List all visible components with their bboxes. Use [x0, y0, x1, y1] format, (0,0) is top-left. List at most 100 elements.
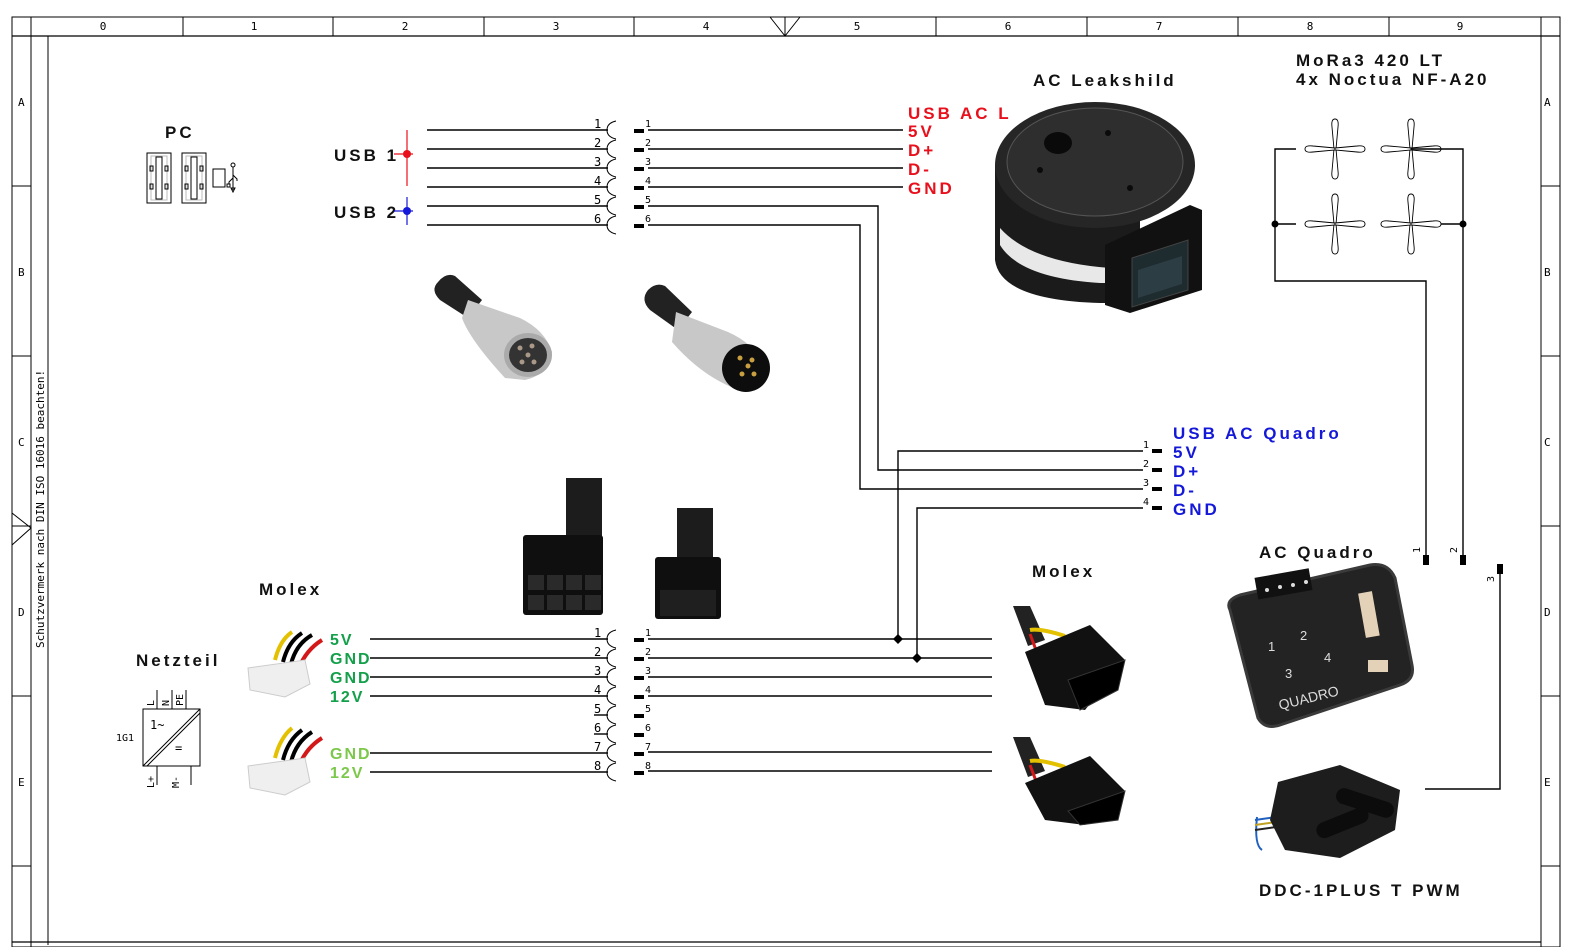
fan-blade — [1304, 145, 1336, 153]
col-label: 1 — [251, 20, 258, 33]
fan-blade — [1334, 145, 1366, 153]
usb-female-plug-photo — [434, 274, 552, 380]
female-pin-socket — [606, 139, 617, 159]
row-label: E — [18, 776, 25, 789]
psu-designator: 1G1 — [116, 733, 134, 744]
male-pin — [634, 129, 644, 133]
fan-icon — [1304, 118, 1366, 180]
svg-text:3: 3 — [1285, 666, 1292, 681]
male-pin-number: 8 — [645, 761, 651, 772]
molex-right-block: Molex — [1013, 562, 1126, 826]
row-label: D — [18, 606, 25, 619]
row-label: E — [1544, 776, 1551, 789]
usb-quadro-pin: 5V — [1173, 443, 1200, 462]
atx-8pin-female-photo — [523, 478, 603, 615]
male-pin-number: 4 — [645, 176, 651, 187]
female-pin-number: 7 — [594, 740, 601, 754]
usb-cable-wires — [427, 129, 608, 226]
female-pin-number: 2 — [594, 645, 601, 659]
usb-port-icon — [181, 152, 207, 204]
col-label: 3 — [553, 20, 560, 33]
female-pin-socket — [606, 196, 617, 216]
male-pin-number: 4 — [645, 685, 651, 696]
male-pin-number: 3 — [645, 157, 651, 168]
molex-socket-photo — [1013, 737, 1126, 826]
ac-leakshield-title: AC Leakshild — [1033, 71, 1177, 90]
male-pin-number: 5 — [645, 195, 651, 206]
pc-title: PC — [165, 123, 195, 142]
female-pin-number: 4 — [594, 174, 601, 188]
pin-number: 1 — [1143, 440, 1149, 451]
female-pin-number: 3 — [594, 664, 601, 678]
female-pin-number: 8 — [594, 759, 601, 773]
usb-male-plug-photo — [644, 284, 770, 392]
svg-text:4: 4 — [1324, 650, 1331, 665]
psu-title: Netzteil — [136, 651, 220, 670]
row-label: C — [18, 436, 25, 449]
usb-acl-pin: D+ — [908, 141, 936, 160]
male-pin — [634, 186, 644, 190]
molex-socket-photo — [1013, 606, 1126, 711]
female-pin-number: 2 — [594, 136, 601, 150]
male-pin-number: 3 — [645, 666, 651, 677]
male-pin-number: 5 — [645, 704, 651, 715]
col-label: 6 — [1005, 20, 1012, 33]
molex-plug-photo — [247, 630, 324, 698]
fan-blade — [1331, 223, 1339, 255]
male-pin — [634, 676, 644, 680]
molex-pin-label: GND — [330, 670, 372, 687]
row-label: B — [1544, 266, 1551, 279]
male-pin-number: 7 — [645, 742, 651, 753]
usb-acl-wires — [648, 129, 1143, 658]
svg-text:2: 2 — [1300, 628, 1307, 643]
atx-8pin-male-photo — [655, 508, 721, 619]
usb1-label: USB 1 — [334, 146, 399, 165]
pump-block: DDC-1PLUS T PWM — [1254, 765, 1460, 900]
usb-symbol-icon — [226, 162, 238, 194]
ac-quadro-photo: QUADRO 2 1 3 4 — [1227, 563, 1414, 728]
pin-number: 4 — [1143, 497, 1149, 508]
power-wires-right — [648, 634, 992, 772]
fan-blade — [1407, 193, 1415, 225]
col-label: 7 — [1156, 20, 1163, 33]
fan-blade — [1331, 118, 1339, 150]
male-pin — [634, 638, 644, 642]
male-pin — [634, 752, 644, 756]
female-pin-socket — [606, 686, 617, 706]
usb-acl-title: USB AC L — [908, 104, 1012, 123]
male-pin-number: 2 — [645, 647, 651, 658]
ac-leakshield-device: AC Leakshild — [995, 71, 1202, 313]
usb-quadro-pin: D+ — [1173, 462, 1201, 481]
row-label: A — [18, 96, 25, 109]
fan-blade — [1407, 148, 1415, 180]
pc-block: PC — [146, 123, 238, 204]
female-pin-socket — [606, 177, 617, 197]
row-label: A — [1544, 96, 1551, 109]
col-label: 8 — [1307, 20, 1314, 33]
usb-quadro-title: USB AC Quadro — [1173, 424, 1342, 443]
female-pin-number: 1 — [594, 117, 601, 131]
psu-output-label: M- — [171, 776, 182, 788]
molex-left-title: Molex — [259, 580, 322, 599]
female-pin-number: 4 — [594, 683, 601, 697]
junction-dot — [912, 653, 922, 663]
fan-blade — [1380, 145, 1412, 153]
female-pin-socket — [606, 724, 617, 744]
usb-quadro-pin: D- — [1173, 481, 1197, 500]
fan-blade — [1331, 193, 1339, 225]
fan-blade — [1331, 148, 1339, 180]
col-label: 4 — [703, 20, 710, 33]
fan-icon — [1380, 193, 1442, 255]
fan-pin-number: 2 — [1449, 547, 1460, 553]
fan-pin-number: 1 — [1412, 547, 1423, 553]
female-pin-socket — [606, 743, 617, 763]
female-pin-number: 5 — [594, 702, 601, 716]
male-pin — [634, 695, 644, 699]
female-pin-socket — [606, 705, 617, 725]
psu-dc-symbol: = — [175, 741, 182, 755]
male-pin-number: 1 — [645, 628, 651, 639]
usb-acl-pin: 5V — [908, 122, 935, 141]
